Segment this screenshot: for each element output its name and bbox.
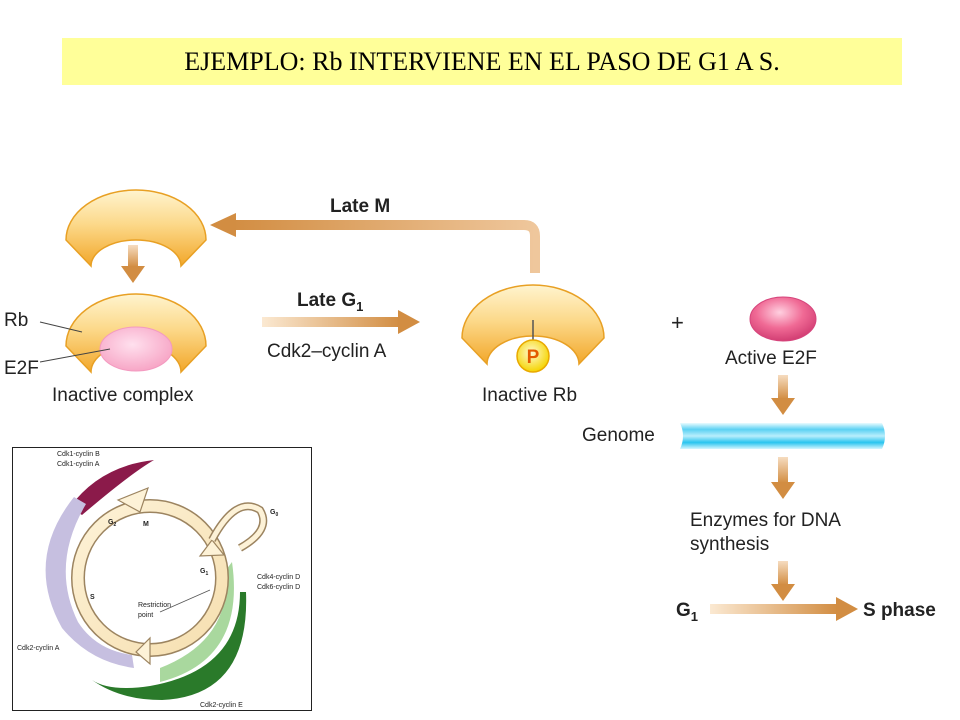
genome-label: Genome (582, 425, 655, 446)
down-arrow-icon (121, 245, 145, 283)
cycle-arrow-icon (116, 486, 149, 513)
cdk2-cyclin-e-arc (92, 592, 247, 700)
s-phase-label: S phase (863, 600, 936, 621)
cdk4-cyclin-d-label: Cdk4-cyclin D (257, 574, 300, 581)
cdk1-cyclin-b-arc (70, 460, 154, 515)
late-g1-label: Late G1 (297, 290, 363, 314)
active-e2f-label: Active E2F (725, 348, 817, 369)
g1-label: G1 (676, 600, 698, 624)
enzymes-label-line2: synthesis (690, 534, 769, 555)
late-m-label: Late M (330, 196, 390, 217)
rb-protein-top (65, 189, 207, 268)
restriction-point-label-2: point (138, 612, 153, 619)
cdk2-cyclin-e-label: Cdk2-cyclin E (200, 702, 243, 709)
g1-to-s-arrow (710, 597, 858, 621)
plus-sign: + (671, 310, 684, 335)
restriction-point-marker (159, 589, 211, 613)
genome-dna-band (680, 423, 885, 449)
g1-cycle-label: G1 (200, 568, 208, 577)
rb-label: Rb (4, 310, 28, 331)
m-label: M (143, 521, 149, 528)
cell-cycle-inset-frame (12, 447, 312, 711)
e2f-protein-bound (99, 326, 173, 372)
cdk2-cyclin-a-label: Cdk2-cyclin A (17, 645, 60, 652)
cycle-arrow-icon (135, 636, 151, 666)
rb-leader-line (39, 321, 83, 333)
g0-label: G0 (270, 509, 278, 518)
inactive-complex-label: Inactive complex (52, 385, 194, 406)
s-cycle-label: S (90, 594, 95, 601)
restriction-point-label-1: Restriction (138, 602, 171, 609)
cdk6-cyclin-d-label: Cdk6-cyclin D (257, 584, 300, 591)
g2-label: G2 (108, 519, 116, 528)
cycle-arrow-icon (198, 539, 226, 557)
enzymes-label-line1: Enzymes for DNA (690, 510, 841, 531)
phosphate-group-icon (516, 339, 550, 373)
cdk1-cyclin-b-label: Cdk1-cyclin B (57, 451, 100, 458)
cdk2-cyclin-a-label: Cdk2–cyclin A (267, 341, 387, 362)
cdk1-cyclin-a-label: Cdk1-cyclin A (57, 461, 100, 468)
e2f-leader-line (39, 348, 111, 363)
phosphate-label: P (527, 347, 540, 368)
down-arrow-icon (771, 457, 795, 499)
cdk2-cyclin-a-arc (45, 497, 134, 668)
active-e2f-protein (749, 296, 817, 342)
cell-cycle-inset: Cdk1-cyclin B Cdk1-cyclin A G2 M G0 G1 S… (17, 451, 300, 709)
slide-title: EJEMPLO: Rb INTERVIENE EN EL PASO DE G1 … (62, 38, 902, 85)
inactive-rb-label: Inactive Rb (482, 385, 577, 406)
late-m-return-arrow (210, 213, 540, 273)
late-g1-arrow (262, 310, 420, 334)
down-arrow-icon (771, 561, 795, 601)
e2f-label: E2F (4, 358, 39, 379)
down-arrow-icon (771, 375, 795, 415)
